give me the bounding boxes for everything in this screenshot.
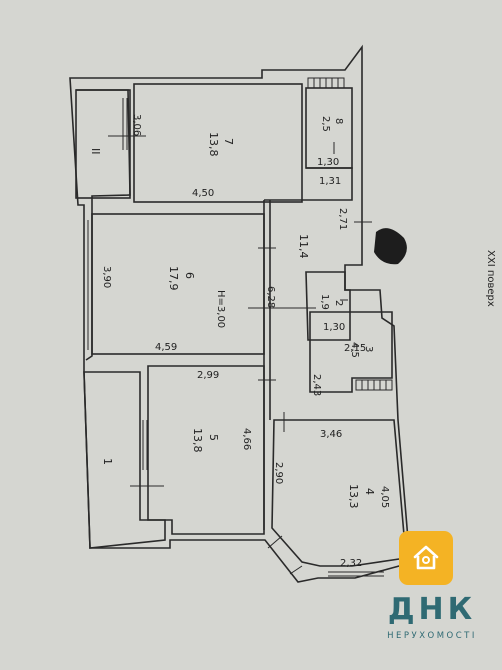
room-II-outline	[75, 89, 131, 199]
brand-logo-icon	[399, 531, 453, 585]
dim-4-59: 4,59	[155, 342, 177, 353]
room-11-area: 11,4	[297, 234, 310, 259]
room-4-number: 4	[363, 488, 376, 495]
room-7-outline	[133, 83, 303, 203]
room-6-height: H=3,00	[215, 290, 226, 328]
dim-4-50: 4,50	[192, 188, 214, 199]
room-4-area: 13,3	[347, 484, 360, 509]
windows	[83, 98, 384, 577]
dim-3-90: 3,90	[101, 266, 112, 288]
dim-6-28: 6,28	[265, 286, 276, 308]
room-2-area: 1,9	[319, 294, 330, 310]
room-4-outline	[271, 419, 407, 567]
room-8-number: 8	[333, 118, 344, 124]
ink-smudge	[374, 228, 407, 265]
dim-3-06: 3,06	[131, 114, 142, 136]
brand-subtitle: НЕРУХОМОСТІ	[387, 631, 477, 641]
dim-4-05: 4,05	[379, 486, 390, 508]
brand-name: ДНК	[387, 592, 477, 627]
floor-label: XXI поверх	[485, 250, 496, 307]
room-3-area: 4,5	[349, 342, 360, 358]
walls	[69, 44, 411, 583]
room-6-area: 17,9	[167, 266, 180, 291]
corridor-top	[264, 167, 353, 201]
dim-1-30-b: 1,30	[323, 322, 345, 333]
dim-4-66: 4,66	[241, 428, 252, 450]
room-5-area: 13,8	[191, 428, 204, 453]
room-7-area: 13,8	[207, 132, 220, 157]
tick-marks	[108, 135, 372, 487]
dim-2-15: 2,15	[344, 343, 366, 354]
room-5-number: 5	[207, 434, 220, 441]
room-II-number: II	[89, 148, 102, 155]
dim-2-32: 2,32	[340, 558, 362, 569]
dim-2-71: 2,71	[337, 208, 348, 230]
vent-grilles	[307, 77, 393, 391]
room-3-number: 3	[363, 346, 374, 352]
room-2-number: 2	[333, 300, 344, 306]
dim-2-43: 2,43	[311, 374, 322, 396]
room-2-outline	[305, 271, 351, 341]
dim-1-30-a: 1,30	[317, 157, 339, 168]
room-1-number: 1	[101, 458, 114, 465]
dim-2-99: 2,99	[197, 370, 219, 381]
room-8-area: 2,5	[320, 116, 331, 132]
dim-2-90: 2,90	[273, 462, 284, 484]
room-7-number: 7	[222, 138, 235, 145]
dim-1-31: 1,31	[319, 176, 341, 187]
room-6-number: 6	[183, 272, 196, 279]
house-icon	[413, 545, 439, 570]
dim-3-46: 3,46	[320, 429, 342, 440]
room-3-outline	[309, 311, 393, 393]
